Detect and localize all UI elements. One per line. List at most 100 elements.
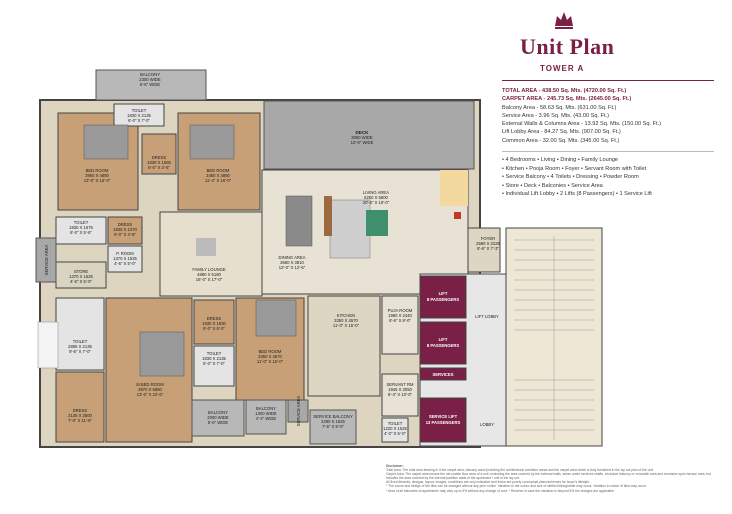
living-rug: [366, 210, 388, 236]
bed-2: [189, 124, 235, 160]
feature-item: • Service Balcony • 4 Toilets • Dressing…: [502, 174, 639, 180]
room-label: DRESS: [73, 408, 88, 413]
room-dim: 6'-0" X 7'-0": [128, 118, 150, 123]
service-balcony-area: [309, 409, 357, 445]
room-dim: 8 PASSENGERS: [427, 343, 459, 348]
room-dim: 2135 X 3500: [68, 413, 92, 418]
service-area-left: [35, 237, 57, 283]
title-divider: [502, 80, 714, 81]
room-dim: 6'-4" X 10'-0": [388, 392, 413, 397]
feature-item: • Individual Lift Lobby • 2 Lifts (8 Pas…: [502, 191, 652, 197]
disclaimer-line: * Area of all balconies of apartments ma…: [386, 488, 615, 493]
balcony-top-area: [95, 69, 207, 101]
room-label: LOBBY: [480, 422, 494, 427]
room-dim: 6'-0" X 4'-6": [114, 232, 136, 237]
room-label: LIFT: [439, 291, 448, 296]
room-label: DRESS: [207, 316, 222, 321]
area-summary: TOTAL AREA - 438.50 Sq. Mts. (4720.00 Sq…: [502, 87, 722, 145]
room-dim: 3050 WIDE: [351, 135, 373, 140]
balcony-b2-area: [245, 399, 287, 435]
room-dim: 11'-0" X 15'-0": [257, 359, 284, 364]
disclaimer: Disclaimer: Total Area: The total area b…: [386, 464, 716, 493]
p-room-area: [107, 245, 143, 273]
room-dim: 6'-6" WIDE: [140, 82, 161, 87]
room-dim: 6'-6" WIDE: [208, 420, 229, 425]
room-dim: 1830 X 1065: [147, 160, 171, 165]
room-label: SERVICE AREA: [296, 395, 301, 426]
room-label: BED ROOM: [207, 168, 230, 173]
room-label: DINING AREA: [279, 255, 306, 260]
lift-1-area: [419, 275, 467, 319]
disclaimer-line: Carpet Area: The carpet area means the n…: [386, 472, 711, 481]
disclaimer-heading: Disclaimer:: [386, 464, 404, 468]
area-item: Common Area - 32.00 Sq. Mts. (345.00 Sq.…: [502, 137, 620, 144]
toilet-3-area: [193, 345, 235, 387]
room-dim: 2300 WIDE: [139, 77, 161, 82]
room-label: SERVICES: [432, 372, 453, 377]
feature-item: • 4 Bedrooms • Living • Dining • Family …: [502, 157, 619, 163]
area-item: Lift Lobby Area - 84.27 Sq. Mts. (907.00…: [502, 129, 621, 136]
room-label: DRESS: [118, 222, 133, 227]
room-dim: 3970 X 6860: [138, 387, 162, 392]
room-label: STORE: [74, 269, 89, 274]
total-area: TOTAL AREA - 438.50 Sq. Mts. (4720.00 Sq…: [502, 88, 627, 94]
room-dim: 3460 X 4880: [206, 173, 230, 178]
room-dim: 8 PASSENGERS: [427, 297, 459, 302]
room-label: TOILET: [132, 108, 147, 113]
room-dim: 4'-6" X 5'-0": [114, 261, 136, 266]
disclaimer-line: * The colour and design of the tiles can…: [386, 484, 647, 489]
kitchen-area: [307, 295, 381, 397]
balcony-b1-area: [191, 399, 245, 437]
room-dim: 6'-0" X 3'-6": [148, 165, 170, 170]
room-label: M.BED ROOM: [136, 382, 164, 387]
room-dim: 1980 X 2440: [388, 313, 412, 318]
feature-divider: [502, 151, 714, 152]
room-dim: 2290 X 1525: [321, 419, 345, 424]
room-label: TOILET: [388, 421, 403, 426]
room-dim: 3360 X 4570: [258, 354, 282, 359]
room-dim: 8'-6" X 7'-3": [477, 246, 499, 251]
room-label: FAMILY LOUNGE: [192, 267, 226, 272]
room-dim: 1300 WIDE: [255, 411, 277, 416]
room-dim: 20'-6" X 19'-0": [363, 200, 390, 205]
room-label: DRESS: [152, 155, 167, 160]
room-dim: 6'-0" X 6'-0": [203, 326, 225, 331]
carpet-area: CARPET AREA - 245.73 Sq. Mts. (2645.00 S…: [502, 96, 632, 103]
room-dim: 1220 X 1525: [383, 426, 407, 431]
room-dim: 1830 X 2135: [127, 113, 151, 118]
room-dim: 2895 X 2135: [68, 344, 92, 349]
room-label: SERVICE AREA: [44, 244, 49, 275]
room-dim: 4'-0" X 5'-0": [384, 431, 406, 436]
bathtub: [37, 321, 59, 369]
foyer-area: [467, 227, 501, 273]
bed-3: [255, 299, 297, 337]
dress-lower-area: [55, 371, 105, 443]
room-dim: 6250 X 5800: [364, 195, 388, 200]
room-label: TOILET: [73, 339, 88, 344]
room-dim: 7'-0" X 11'-6": [68, 418, 92, 423]
room-dim: 6'-6" X 8'-0": [389, 318, 411, 323]
dining-table: [285, 195, 313, 247]
room-label: BALCONY: [140, 72, 160, 77]
room-label: LIVING AREA: [363, 190, 389, 195]
red-chair: [454, 212, 461, 219]
lounge-table: [196, 238, 216, 256]
room-label: BED ROOM: [86, 168, 109, 173]
yellow-accent: [440, 170, 468, 206]
tv-unit: [324, 196, 332, 236]
room-label: LIFT: [439, 337, 448, 342]
room-dim: 6'-0" X 5'-6": [70, 230, 92, 235]
room-dim: 4'-3" WIDE: [256, 416, 277, 421]
room-dim: 13'-0" X 16'-0": [84, 178, 111, 183]
room-dim: 7'-6" X 5'-0": [322, 424, 344, 429]
feature-item: • Kitchen • Pooja Room • Foyer • Servant…: [502, 165, 647, 172]
room-label: BALCONY: [256, 406, 276, 411]
dress-2-area: [107, 216, 143, 245]
room-dim: 13'-0" X 22'-6": [137, 392, 164, 397]
servant-area: [381, 373, 419, 417]
area-item: External Walls & Columns Area - 13.92 Sq…: [502, 121, 661, 128]
service-lift-area: [419, 397, 467, 443]
room-dim: 3660 X 3810: [280, 260, 304, 265]
room-label: SERVICE LIFT: [429, 414, 458, 419]
